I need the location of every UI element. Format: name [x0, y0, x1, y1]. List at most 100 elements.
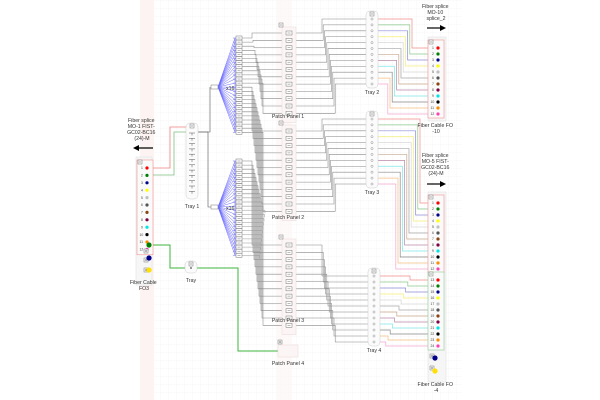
- left-cable-fibers[interactable]: [136, 159, 154, 256]
- splitter-branch: [217, 201, 236, 208]
- patch-panel-4[interactable]: [277, 344, 299, 358]
- fiber-dot[interactable]: [436, 100, 440, 104]
- splice-point[interactable]: [372, 310, 376, 314]
- fiber-dot[interactable]: [436, 249, 440, 253]
- wire-tray2-fo10: [376, 54, 434, 85]
- splitter-top[interactable]: [210, 84, 219, 90]
- fiber-dot[interactable]: [145, 203, 149, 207]
- splice-point[interactable]: [370, 47, 374, 50]
- wire-splitter-pp3: [242, 173, 285, 268]
- splice-point[interactable]: [370, 182, 374, 186]
- fiber-dot[interactable]: [145, 181, 149, 185]
- splice-point[interactable]: [372, 292, 376, 296]
- fiber-dot[interactable]: [145, 233, 149, 237]
- fiber-dot[interactable]: [436, 314, 440, 318]
- right-top-splice-line: splice_2: [426, 16, 445, 22]
- splice-point[interactable]: [370, 41, 374, 44]
- splice-point[interactable]: [372, 286, 376, 290]
- fiber-dot[interactable]: [436, 320, 440, 324]
- fiber-dot[interactable]: [436, 344, 440, 348]
- splice-point[interactable]: [370, 82, 374, 86]
- splice-point[interactable]: [372, 316, 376, 320]
- splice-point[interactable]: [370, 70, 374, 74]
- fiber-dot[interactable]: [436, 338, 440, 342]
- fiber-dot[interactable]: [436, 308, 440, 312]
- splice-point[interactable]: [370, 135, 374, 139]
- splice-point[interactable]: [370, 141, 374, 144]
- tube-green[interactable]: [146, 242, 152, 248]
- fiber-dot[interactable]: [436, 231, 440, 235]
- tube-blue[interactable]: [146, 255, 152, 261]
- splice-point[interactable]: [370, 176, 374, 180]
- splice-point[interactable]: [372, 274, 376, 278]
- fiber-dot[interactable]: [145, 218, 149, 222]
- splice-point[interactable]: [370, 23, 374, 27]
- fiber-dot[interactable]: [436, 58, 440, 62]
- fiber-dot[interactable]: [436, 237, 440, 241]
- right-bottom-splice-line: (24)-M: [428, 171, 443, 177]
- fiber-dot[interactable]: [436, 332, 440, 336]
- fiber-dot[interactable]: [145, 188, 149, 192]
- fiber-dot[interactable]: [436, 64, 440, 68]
- fiber-dot[interactable]: [436, 255, 440, 259]
- splice-point[interactable]: [370, 35, 374, 39]
- splice-point[interactable]: [372, 334, 376, 338]
- splice-point[interactable]: [372, 328, 376, 332]
- splice-point[interactable]: [370, 117, 374, 121]
- fiber-dot[interactable]: [436, 207, 440, 211]
- splitter-bottom[interactable]: [210, 204, 219, 210]
- fiber-dot[interactable]: [145, 210, 149, 214]
- splice-point[interactable]: [372, 304, 376, 308]
- splice-point[interactable]: [370, 59, 374, 62]
- splice-point[interactable]: [370, 64, 374, 68]
- fiber-dot[interactable]: [436, 106, 440, 110]
- fiber-dot[interactable]: [436, 225, 440, 229]
- fiber-dot[interactable]: [145, 173, 149, 177]
- fiber-dot[interactable]: [436, 94, 440, 98]
- splice-point[interactable]: [370, 159, 374, 162]
- fiber-number: 21: [431, 326, 435, 330]
- fiber-dot[interactable]: [436, 290, 440, 294]
- fiber-dot[interactable]: [436, 261, 440, 265]
- splice-point[interactable]: [370, 53, 374, 56]
- fiber-dot[interactable]: [145, 166, 149, 170]
- fiber-dot[interactable]: [436, 219, 440, 223]
- fiber-dot[interactable]: [436, 284, 440, 288]
- splice-point[interactable]: [370, 76, 374, 80]
- fiber-dot[interactable]: [436, 213, 440, 217]
- splice-point[interactable]: [372, 298, 376, 302]
- splice-point[interactable]: [372, 322, 376, 326]
- fiber-dot[interactable]: [145, 196, 149, 200]
- fiber-dot[interactable]: [436, 112, 440, 116]
- fiber-dot[interactable]: [436, 267, 440, 271]
- splice-point[interactable]: [370, 170, 374, 174]
- fiber-dot[interactable]: [436, 82, 440, 86]
- splice-point[interactable]: [372, 280, 376, 284]
- fiber-dot[interactable]: [436, 326, 440, 330]
- fiber-dot[interactable]: [436, 70, 440, 74]
- fiber-dot[interactable]: [436, 302, 440, 306]
- tube-blue[interactable]: [432, 355, 438, 361]
- fiber-dot[interactable]: [436, 52, 440, 56]
- fiber-dot[interactable]: [436, 76, 440, 80]
- fiber-dot[interactable]: [436, 201, 440, 205]
- splice-point[interactable]: [370, 29, 374, 33]
- splice-point[interactable]: [370, 147, 374, 150]
- fiber-dot[interactable]: [436, 46, 440, 50]
- splice-point[interactable]: [372, 340, 376, 344]
- fiber-dot[interactable]: [436, 243, 440, 247]
- splice-point[interactable]: [370, 164, 374, 168]
- right-bottom-cable-fibers-b[interactable]: [427, 271, 445, 351]
- right-top-cable-fibers[interactable]: [427, 39, 445, 119]
- splice-point[interactable]: [370, 17, 374, 21]
- tube-yellow[interactable]: [432, 368, 438, 374]
- fiber-dot[interactable]: [436, 296, 440, 300]
- tube-yellow[interactable]: [146, 267, 152, 273]
- splice-point[interactable]: [370, 129, 374, 133]
- splice-point[interactable]: [370, 123, 374, 127]
- fiber-dot[interactable]: [145, 225, 149, 229]
- fiber-dot[interactable]: [436, 88, 440, 92]
- splice-point[interactable]: [370, 153, 374, 156]
- fiber-dot[interactable]: [436, 278, 440, 282]
